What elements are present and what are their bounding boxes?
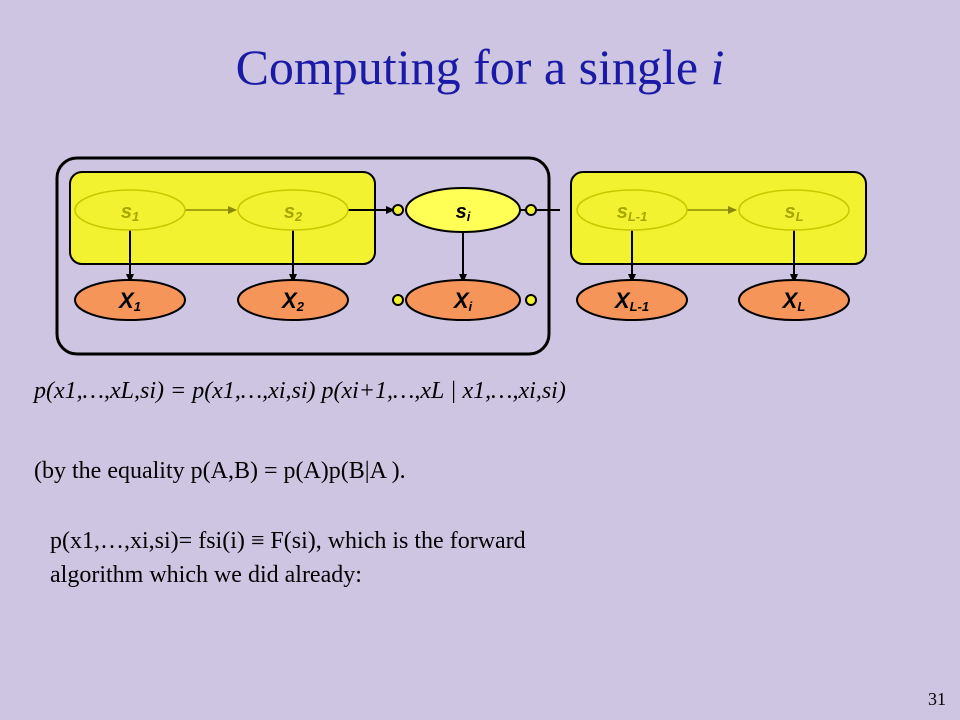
equality-note: (by the equality p(A,B) = p(A)p(B|A ).: [34, 458, 406, 484]
obs-label-xi: Xi: [452, 288, 473, 314]
state-node-sL: [738, 189, 850, 231]
ellipsis-dot: [392, 204, 404, 216]
forward-line-1: p(x1,…,xi,si)= fsi(i) ≡ F(si), which is …: [50, 528, 526, 554]
obs-node-x2: [237, 279, 349, 321]
hmm-diagram: s1 s2 si sL-1 sL X1 X2 Xi XL-1 XL: [55, 156, 867, 356]
joint-probability-equation: p(x1,…,xL,si) = p(x1,…,xi,si) p(xi+1,…,x…: [34, 378, 566, 404]
outer-group-box: [55, 156, 551, 356]
obs-node-xL1: [576, 279, 688, 321]
state-label-si: si: [456, 201, 471, 224]
obs-node-xi: [405, 279, 521, 321]
state-node-s1: [74, 189, 186, 231]
page-title: Computing for a single i: [235, 39, 725, 95]
state-label-s2: s2: [284, 201, 303, 224]
obs-label-x1: X1: [117, 288, 141, 314]
obs-node-x1: [74, 279, 186, 321]
state-node-s2: [237, 189, 349, 231]
state-label-s1: s1: [121, 201, 139, 224]
obs-node-xL: [738, 279, 850, 321]
forward-line-2: algorithm which we did already:: [50, 562, 362, 588]
state-node-si: [405, 187, 521, 233]
obs-label-x2: X2: [280, 288, 305, 314]
state-node-sL1: [576, 189, 688, 231]
obs-label-xL: XL: [781, 288, 806, 314]
forward-algorithm-note: p(x1,…,xi,si)= fsi(i) ≡ F(si), which is …: [50, 524, 526, 592]
page-number: 31: [928, 689, 946, 709]
ellipsis-dot: [525, 294, 537, 306]
state-label-sL1: sL-1: [617, 201, 648, 224]
ellipsis-dot: [525, 204, 537, 216]
ellipsis-dot: [392, 294, 404, 306]
obs-label-xL1: XL-1: [613, 288, 649, 314]
state-label-sL: sL: [784, 201, 803, 224]
